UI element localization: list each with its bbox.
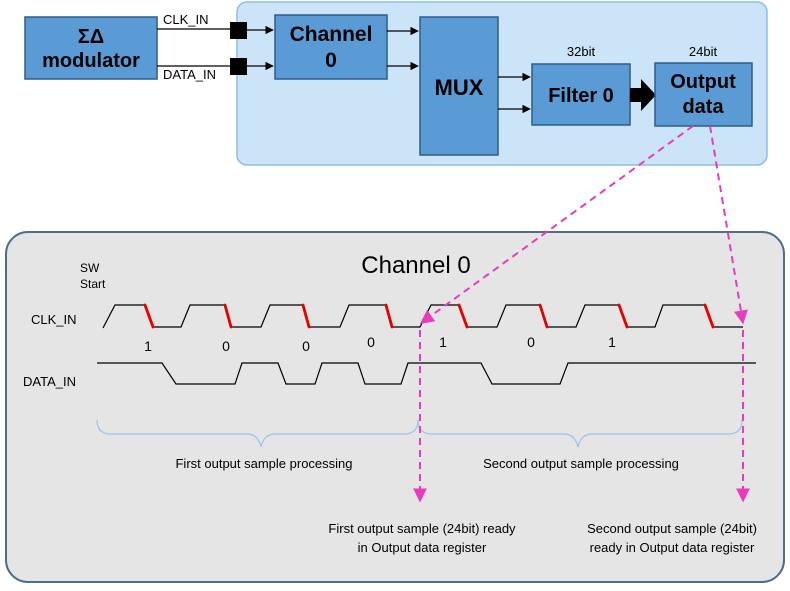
clk-edge-4 bbox=[384, 303, 394, 329]
clk-edge-5 bbox=[457, 303, 469, 329]
output-data-block: Output data bbox=[654, 62, 753, 127]
clk-falling-edges bbox=[143, 303, 715, 329]
second-ready-note-line1: Second output sample (24bit) bbox=[587, 521, 757, 536]
data-in-label: DATA_IN bbox=[163, 67, 216, 82]
bit-value-6: 0 bbox=[527, 334, 535, 350]
bit-value-3: 0 bbox=[302, 338, 310, 354]
clk-pin-icon bbox=[230, 22, 247, 39]
channel-label-line2: 0 bbox=[325, 49, 337, 72]
filter-to-output-arrow bbox=[630, 79, 656, 111]
first-ready-note-line1: First output sample (24bit) ready bbox=[328, 521, 516, 536]
filter-label: Filter 0 bbox=[548, 85, 614, 107]
filter-bit-width: 32bit bbox=[567, 44, 596, 59]
second-phase-label: Second output sample processing bbox=[483, 456, 679, 471]
data-waveform bbox=[97, 362, 756, 385]
second-phase-brace bbox=[417, 419, 743, 448]
bit-value-2: 0 bbox=[222, 338, 230, 354]
channel-label-line1: Channel bbox=[290, 23, 373, 46]
first-ready-note-line2: in Output data register bbox=[358, 540, 487, 555]
clk-edge-2 bbox=[223, 303, 233, 329]
clk-edge-3 bbox=[301, 303, 311, 329]
output-to-first-ready-arrow bbox=[419, 125, 694, 324]
panel-title: Channel 0 bbox=[361, 252, 470, 279]
modulator-label-line2: modulator bbox=[42, 50, 140, 72]
output-to-second-ready-arrow bbox=[709, 125, 748, 325]
clk-in-label: CLK_IN bbox=[163, 12, 209, 27]
clk-edge-7 bbox=[617, 303, 629, 329]
ready-arrows bbox=[413, 125, 750, 503]
first-phase-label: First output sample processing bbox=[175, 456, 352, 471]
sigma-delta-modulator-block: ΣΔ modulator bbox=[24, 16, 158, 80]
bit-value-7: 1 bbox=[608, 334, 616, 350]
channel-0-timing-panel bbox=[5, 231, 785, 583]
mux-block: MUX bbox=[419, 16, 499, 156]
output-label-line1: Output bbox=[670, 71, 736, 93]
clk-edge-1 bbox=[143, 303, 155, 329]
timing-data-label: DATA_IN bbox=[23, 374, 76, 389]
output-label-line2: data bbox=[682, 96, 724, 118]
sw-start-label-line2: Start bbox=[80, 277, 106, 291]
timing-clk-label: CLK_IN bbox=[31, 312, 77, 327]
data-pin-icon bbox=[230, 58, 247, 75]
filter-0-block: Filter 0 bbox=[531, 63, 631, 126]
clk-edge-6 bbox=[538, 303, 549, 329]
channel-0-block: Channel 0 bbox=[274, 14, 388, 80]
bit-values: 1 0 0 0 1 0 1 bbox=[144, 334, 616, 354]
bit-value-5: 1 bbox=[439, 334, 447, 350]
modulator-label-line1: ΣΔ bbox=[78, 26, 104, 48]
clk-edge-8 bbox=[703, 303, 715, 329]
bit-value-1: 1 bbox=[144, 338, 152, 354]
sw-start-label-line1: SW bbox=[80, 261, 100, 275]
output-bit-width: 24bit bbox=[689, 44, 718, 59]
mux-label: MUX bbox=[435, 75, 484, 100]
first-phase-brace bbox=[96, 419, 419, 448]
second-ready-note-line2: ready in Output data register bbox=[590, 540, 755, 555]
bit-value-4: 0 bbox=[367, 334, 375, 350]
